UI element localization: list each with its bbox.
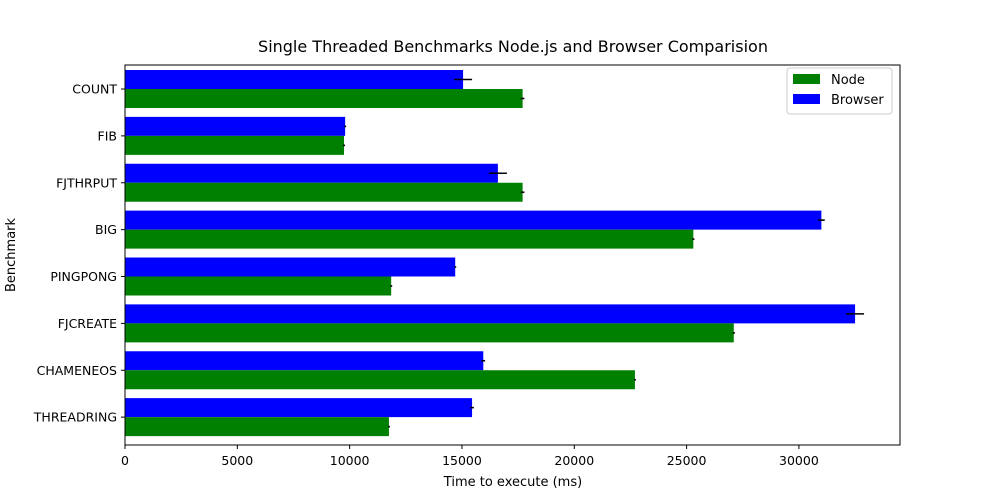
bar-node-chameneos — [125, 370, 635, 390]
legend-label-node: Node — [831, 73, 865, 88]
legend-swatch-node — [793, 74, 820, 84]
bar-browser-threadring — [125, 398, 473, 418]
bar-browser-big — [125, 210, 822, 230]
y-axis-label: Benchmark — [4, 218, 19, 293]
x-tick-label: 30000 — [779, 453, 819, 468]
legend-label-browser: Browser — [831, 93, 884, 108]
plot-area: COUNT FIB FJTHRPUT BIG PINGPONG FJCREATE CHAME… — [33, 64, 901, 468]
y-tick-label: FJTHRPUT — [56, 175, 117, 190]
x-tick-label: 15000 — [442, 453, 482, 468]
bar-node-count — [125, 89, 523, 108]
y-tick-label: PINGPONG — [50, 269, 117, 284]
x-tick-label: 10000 — [330, 453, 370, 468]
x-tick-label: 5000 — [221, 453, 253, 468]
bar-node-pingpong — [125, 276, 392, 296]
bar-browser-fjthrput — [125, 163, 498, 183]
y-tick-label: THREADRING — [33, 410, 117, 425]
bar-node-big — [125, 229, 694, 249]
bar-browser-fib — [125, 116, 346, 136]
bar-node-fjthrput — [125, 182, 523, 202]
bar-node-fib — [125, 135, 345, 155]
x-tick-label: 25000 — [667, 453, 707, 468]
y-tick-label: BIG — [95, 222, 117, 237]
x-tick-label: 20000 — [554, 453, 594, 468]
bar-browser-chameneos — [125, 351, 484, 371]
axes-frame — [124, 64, 901, 446]
bar-node-fjcreate — [125, 323, 734, 343]
bar-browser-count — [125, 70, 464, 89]
y-tick-label: CHAMENEOS — [37, 363, 117, 378]
y-tick-label: FIB — [98, 128, 117, 143]
bar-node-threadring — [125, 417, 389, 437]
y-tick-label: COUNT — [72, 82, 117, 97]
y-tick-label: FJCREATE — [58, 316, 117, 331]
chart-title: Single Threaded Benchmarks Node.js and B… — [258, 37, 768, 56]
legend-swatch-browser — [793, 94, 820, 104]
bar-browser-fjcreate — [125, 304, 856, 324]
x-axis-label: Time to execute (ms) — [443, 475, 582, 490]
x-tick-label: 0 — [121, 453, 129, 468]
bar-browser-pingpong — [125, 257, 456, 277]
